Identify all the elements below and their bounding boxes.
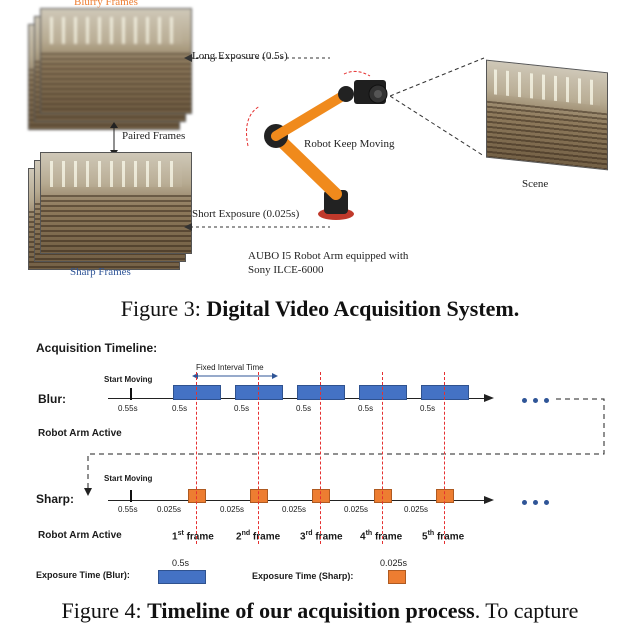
robot-moving-label: Robot Keep Moving bbox=[304, 138, 395, 150]
blur-start-tick bbox=[130, 388, 132, 400]
frame-guide-5 bbox=[444, 372, 445, 544]
frame-4-word: frame bbox=[374, 531, 403, 543]
frame-3-word: frame bbox=[315, 531, 343, 543]
figure-3-caption: Figure 3: Digital Video Acquisition Syst… bbox=[0, 296, 640, 322]
legend-blur-label: Exposure Time (Blur): bbox=[36, 570, 130, 580]
sharp-robot-active-label: Robot Arm Active bbox=[38, 530, 122, 541]
frame-4-number: 4 bbox=[360, 531, 366, 543]
blur-exposure-4 bbox=[359, 385, 407, 400]
blur-gap-2: 0.5s bbox=[234, 404, 250, 413]
frame-1-word: frame bbox=[186, 531, 214, 543]
blur-ellipsis-dot-2 bbox=[533, 398, 538, 403]
fixed-interval-arrow bbox=[192, 373, 278, 379]
sharp-frames-label: Sharp Frames bbox=[70, 266, 131, 278]
paired-frames-arrow bbox=[110, 122, 118, 156]
frame-label-5: 5th frame bbox=[422, 530, 464, 542]
fixed-interval-label: Fixed Interval Time bbox=[196, 363, 264, 372]
frame-2-number: 2 bbox=[236, 531, 242, 543]
sharp-gap-1: 0.025s bbox=[157, 505, 182, 514]
figure-4-caption-title: Timeline of our acquisition process bbox=[147, 598, 475, 623]
blurry-frame-front bbox=[40, 8, 192, 114]
short-exposure-label: Short Exposure (0.025s) bbox=[192, 208, 300, 220]
frame-1-number: 1 bbox=[172, 531, 178, 543]
blur-ellipsis-dot-1 bbox=[522, 398, 527, 403]
blur-exposure-5 bbox=[421, 385, 469, 400]
sharp-ellipsis-dot-1 bbox=[522, 500, 527, 505]
blur-exposure-2 bbox=[235, 385, 283, 400]
sharp-exposure-3 bbox=[312, 489, 330, 503]
sharp-exposure-1 bbox=[188, 489, 206, 503]
sharp-gap-4: 0.025s bbox=[344, 505, 369, 514]
blur-gap-3: 0.5s bbox=[296, 404, 312, 413]
frame-label-4: 4th frame bbox=[360, 530, 402, 542]
arm-description-line2: Sony ILCE-6000 bbox=[248, 264, 324, 276]
blur-ellipsis-dot-3 bbox=[544, 398, 549, 403]
exposure-arrows bbox=[184, 54, 330, 231]
sharp-exposure-2 bbox=[250, 489, 268, 503]
legend-sharp-swatch bbox=[388, 570, 406, 584]
frame-label-1: 1st frame bbox=[172, 530, 214, 542]
frame-guide-3 bbox=[320, 372, 321, 544]
sharp-ellipsis-dot-3 bbox=[544, 500, 549, 505]
sharp-exposure-5 bbox=[436, 489, 454, 503]
blur-gap-1: 0.5s bbox=[172, 404, 188, 413]
scene-photo bbox=[486, 59, 608, 171]
legend-sharp-label: Exposure Time (Sharp): bbox=[252, 571, 354, 581]
scene-label: Scene bbox=[522, 178, 549, 190]
sharp-ellipsis-dot-2 bbox=[533, 500, 538, 505]
sharp-gap-3: 0.025s bbox=[282, 505, 307, 514]
sharp-gap-2: 0.025s bbox=[220, 505, 245, 514]
sharp-start-moving-label: Start Moving bbox=[104, 474, 153, 483]
frame-3-number: 3 bbox=[300, 531, 306, 543]
frame-4-suffix: th bbox=[365, 530, 373, 537]
frame-label-2: 2nd frame bbox=[236, 530, 280, 542]
figure-4-caption: Figure 4: Timeline of our acquisition pr… bbox=[0, 598, 640, 624]
blur-axis-arrowhead bbox=[484, 394, 494, 402]
legend-blur-swatch bbox=[158, 570, 206, 584]
figure-4-caption-rest: . To capture bbox=[474, 598, 579, 623]
frame-5-word: frame bbox=[436, 531, 465, 543]
figure-4-caption-prefix: Figure 4: bbox=[61, 598, 148, 623]
blur-gap-4: 0.5s bbox=[358, 404, 374, 413]
sharp-first-duration: 0.55s bbox=[118, 505, 138, 514]
long-exposure-label: Long Exposure (0.5s) bbox=[192, 50, 288, 62]
frame-2-suffix: nd bbox=[241, 530, 251, 537]
sharp-frame-front bbox=[40, 152, 192, 254]
sharp-start-tick bbox=[130, 490, 132, 502]
blur-robot-active-label: Robot Arm Active bbox=[38, 428, 122, 439]
figure-3-caption-title: Digital Video Acquisition System. bbox=[206, 296, 520, 321]
blur-first-duration: 0.55s bbox=[118, 404, 138, 413]
frame-guide-1 bbox=[196, 372, 197, 544]
sharp-axis-arrowhead bbox=[484, 496, 494, 504]
paired-frames-label: Paired Frames bbox=[122, 130, 186, 142]
frame-guide-2 bbox=[258, 372, 259, 544]
blur-exposure-1 bbox=[173, 385, 221, 400]
blur-gap-5: 0.5s bbox=[420, 404, 436, 413]
blur-exposure-3 bbox=[297, 385, 345, 400]
frame-3-suffix: rd bbox=[305, 530, 313, 537]
camera-view-lines bbox=[390, 57, 485, 157]
timeline-title: Acquisition Timeline: bbox=[36, 341, 158, 355]
robot-arm-illustration bbox=[246, 70, 388, 220]
frame-5-suffix: th bbox=[427, 530, 435, 537]
frame-1-suffix: st bbox=[177, 530, 184, 537]
frame-guide-4 bbox=[382, 372, 383, 544]
blur-start-moving-label: Start Moving bbox=[104, 375, 153, 384]
legend-sharp-value: 0.025s bbox=[380, 558, 408, 568]
sharp-timeline-axis bbox=[108, 500, 488, 501]
legend-blur-value: 0.5s bbox=[172, 558, 190, 568]
sharp-gap-5: 0.025s bbox=[404, 505, 429, 514]
blur-row-label: Blur: bbox=[38, 392, 66, 406]
row-connector-arrow bbox=[84, 398, 605, 496]
arm-description-line1: AUBO I5 Robot Arm equipped with bbox=[248, 250, 409, 262]
frame-2-word: frame bbox=[252, 531, 281, 543]
sharp-exposure-4 bbox=[374, 489, 392, 503]
sharp-row-label: Sharp: bbox=[36, 492, 75, 506]
frame-5-number: 5 bbox=[422, 531, 428, 543]
frame-label-3: 3rd frame bbox=[300, 530, 343, 542]
blurry-frames-label: Blurry Frames bbox=[74, 0, 138, 8]
figure-3-caption-prefix: Figure 3: bbox=[120, 296, 207, 321]
